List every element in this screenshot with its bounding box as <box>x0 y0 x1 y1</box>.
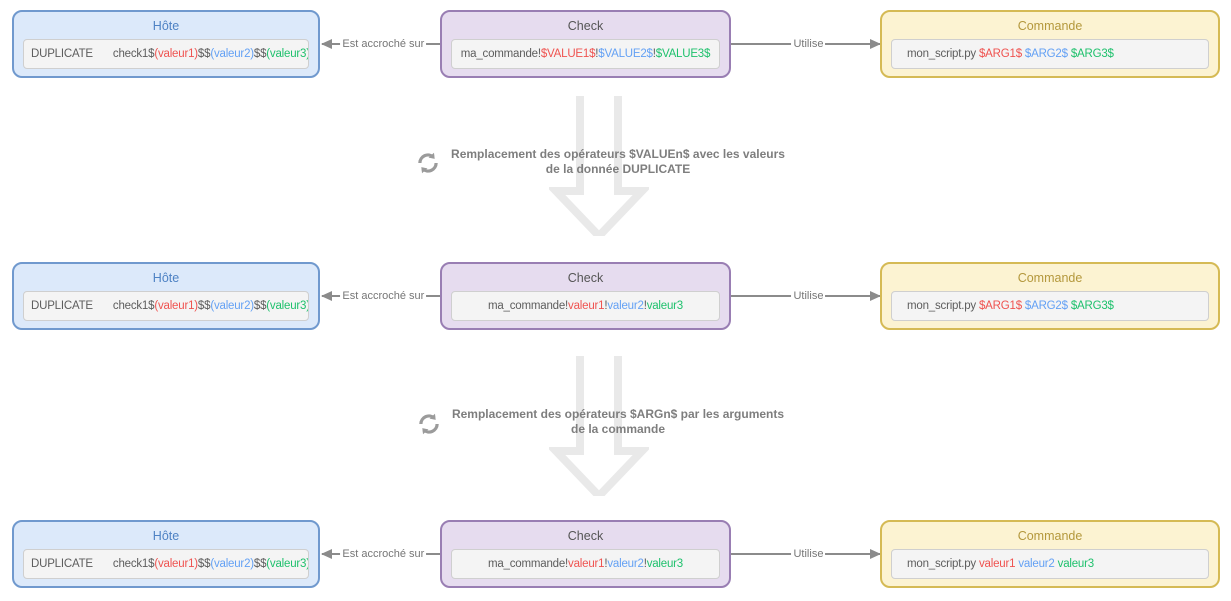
edge-est-accroche-sur: Est accroché sur <box>321 290 440 302</box>
edge-label: Utilise <box>791 38 826 50</box>
check-title: Check <box>567 529 604 543</box>
diagram-row-3: Hôte DUPLICATE check1$(valeur1)$$(valeur2… <box>0 520 1231 588</box>
down-arrow-icon <box>549 356 649 496</box>
refresh-icon <box>418 152 438 174</box>
commande-node: Commande mon_script.py valeur1 valeur2 v… <box>880 520 1220 588</box>
hote-definition: DUPLICATE check1$(valeur1)$$(valeur2)$$(v… <box>23 39 309 69</box>
check-node: Check ma_commande!$VALUE1$!$VALUE2$!$VAL… <box>440 10 731 78</box>
transition-caption-1: Remplacement des opérateurs $VALUEn$ ave… <box>448 147 788 177</box>
hote-title: Hôte <box>152 19 180 33</box>
commande-node: Commande mon_script.py $ARG1$ $ARG2$ $AR… <box>880 262 1220 330</box>
commande-title: Commande <box>1017 271 1083 285</box>
arrowhead-left-icon <box>321 291 332 301</box>
hote-macro-value: check1$(valeur1)$$(valeur2)$$(valeur3)$ <box>112 48 309 60</box>
caption-line: Remplacement des opérateurs $ARGn$ par l… <box>451 407 785 421</box>
commande-line: mon_script.py $ARG1$ $ARG2$ $ARG3$ <box>891 39 1209 69</box>
check-title: Check <box>567 271 604 285</box>
caption-line: de la commande <box>570 422 666 436</box>
commande-node: Commande mon_script.py $ARG1$ $ARG2$ $AR… <box>880 10 1220 78</box>
hote-node: Hôte DUPLICATE check1$(valeur1)$$(valeur2… <box>12 520 320 588</box>
check-node: Check ma_commande!valeur1!valeur2!valeur… <box>440 520 731 588</box>
edge-est-accroche-sur: Est accroché sur <box>321 548 440 560</box>
arrowhead-right-icon <box>870 291 881 301</box>
hote-macro-label: DUPLICATE <box>31 558 93 570</box>
hote-node: Hôte DUPLICATE check1$(valeur1)$$(valeur2… <box>12 262 320 330</box>
hote-node: Hôte DUPLICATE check1$(valeur1)$$(valeur2… <box>12 10 320 78</box>
arrowhead-left-icon <box>321 39 332 49</box>
check-command-line: ma_commande!valeur1!valeur2!valeur3 <box>451 291 720 321</box>
arrowhead-right-icon <box>870 39 881 49</box>
down-arrow-icon <box>549 96 649 236</box>
arrowhead-left-icon <box>321 549 332 559</box>
edge-label: Utilise <box>791 548 826 560</box>
check-title: Check <box>567 19 604 33</box>
edge-utilise: Utilise <box>731 290 881 302</box>
hote-definition: DUPLICATE check1$(valeur1)$$(valeur2)$$(v… <box>23 291 309 321</box>
check-command-line: ma_commande!valeur1!valeur2!valeur3 <box>451 549 720 579</box>
hote-macro-label: DUPLICATE <box>31 48 93 60</box>
transition-caption-2: Remplacement des opérateurs $ARGn$ par l… <box>448 407 788 437</box>
diagram-row-2: Hôte DUPLICATE check1$(valeur1)$$(valeur2… <box>0 262 1231 330</box>
arrowhead-right-icon <box>870 549 881 559</box>
edge-label: Est accroché sur <box>340 38 427 50</box>
commande-title: Commande <box>1017 529 1083 543</box>
edge-label: Utilise <box>791 290 826 302</box>
commande-line: mon_script.py valeur1 valeur2 valeur3 <box>891 549 1209 579</box>
check-command-line: ma_commande!$VALUE1$!$VALUE2$!$VALUE3$ <box>451 39 720 69</box>
check-node: Check ma_commande!valeur1!valeur2!valeur… <box>440 262 731 330</box>
refresh-icon <box>419 413 439 435</box>
hote-definition: DUPLICATE check1$(valeur1)$$(valeur2)$$(v… <box>23 549 309 579</box>
commande-title: Commande <box>1017 19 1083 33</box>
hote-macro-value: check1$(valeur1)$$(valeur2)$$(valeur3)$ <box>112 558 309 570</box>
hote-title: Hôte <box>152 529 180 543</box>
caption-line: Remplacement des opérateurs $VALUEn$ ave… <box>451 147 785 161</box>
edge-est-accroche-sur: Est accroché sur <box>321 38 440 50</box>
hote-title: Hôte <box>152 271 180 285</box>
hote-macro-value: check1$(valeur1)$$(valeur2)$$(valeur3)$ <box>112 300 309 312</box>
edge-label: Est accroché sur <box>340 548 427 560</box>
hote-macro-label: DUPLICATE <box>31 300 93 312</box>
caption-line: de la donnée DUPLICATE <box>545 162 691 176</box>
commande-line: mon_script.py $ARG1$ $ARG2$ $ARG3$ <box>891 291 1209 321</box>
diagram-row-1: Hôte DUPLICATE check1$(valeur1)$$(valeur2… <box>0 10 1231 78</box>
edge-utilise: Utilise <box>731 548 881 560</box>
edge-label: Est accroché sur <box>340 290 427 302</box>
edge-utilise: Utilise <box>731 38 881 50</box>
